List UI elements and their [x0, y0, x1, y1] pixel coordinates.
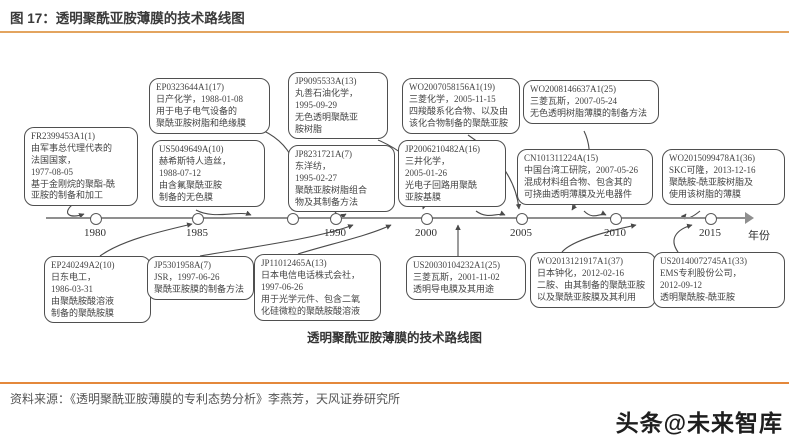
- patent-box-wo2013121917: WO2013121917A1(37) 日本钟化，2012-02-16 二胺、由其…: [530, 252, 656, 308]
- patent-info: 日产化学，1988-01-08 用于电子电气设备的 聚酰亚胺树脂和绝缘膜: [156, 93, 247, 128]
- arrow-cn101311224: [583, 210, 607, 217]
- patent-info: 三井化学， 2005-01-26 光电子回路用聚酰 亚胺基膜: [405, 155, 478, 202]
- year-label: 2005: [510, 227, 532, 239]
- patent-id: EP240249A2(10): [51, 260, 115, 270]
- patent-box-wo2008146637: WO2008146637A1(25) 三菱瓦斯，2007-05-24 无色透明树…: [523, 80, 659, 124]
- roadmap-diagram: 1980 1985 1990 2000 2005 2010 2015 年份 FR…: [0, 34, 789, 382]
- patent-box-us20030104232: US20030104232A1(25) 三菱瓦斯，2001-11-02 透明导电…: [406, 256, 526, 300]
- patent-id: WO2015099478A1(36): [669, 153, 755, 163]
- patent-info: JSR，1997-06-26 聚酰亚胺膜的制备方法: [154, 271, 245, 294]
- patent-box-wo2007058156: WO2007058156A1(19) 三菱化学，2005-11-15 四羧酸系化…: [402, 78, 520, 134]
- patent-box-jp8231721: JP8231721A(7) 东洋纺， 1995-02-27 聚酰亚胺树脂组合 物…: [288, 145, 395, 213]
- patent-box-jp2006210482: JP2006210482A(16) 三井化学， 2005-01-26 光电子回路…: [398, 140, 506, 208]
- patent-box-us5049649: US5049649A(10) 赫希斯特人造丝， 1988-07-12 由含氟聚酰…: [152, 140, 265, 208]
- year-label: 2000: [415, 227, 437, 239]
- timeline-node: [330, 213, 342, 225]
- patent-id: JP8231721A(7): [295, 149, 353, 159]
- timeline-node: [192, 213, 204, 225]
- bottom-divider: [0, 382, 789, 384]
- patent-box-ep0323644: EP0323644A1(17) 日产化学，1988-01-08 用于电子电气设备…: [149, 78, 270, 134]
- diagram-caption: 透明聚酰亚胺薄膜的技术路线图: [306, 331, 482, 345]
- patent-info: 日本钟化，2012-02-16 二胺、由其制备的聚酰亚胺 以及聚酰亚胺膜及其利用: [537, 267, 646, 302]
- patent-box-wo2015099478: WO2015099478A1(36) SKC可隆，2013-12-16 聚酰胺-…: [662, 149, 785, 205]
- patent-info: 中国台湾工研院，2007-05-26 混成材料组合物、包含其的 可挠曲透明薄膜及…: [524, 164, 638, 199]
- patent-info: 日东电工， 1986-03-31 由聚酰胺酸溶液 制备的聚酰胺膜: [51, 271, 115, 318]
- year-label: 2010: [604, 227, 626, 239]
- year-label: 1990: [324, 227, 346, 239]
- patent-id: JP11012465A(13): [261, 258, 327, 268]
- patent-id: JP2006210482A(16): [405, 144, 481, 154]
- patent-box-us20140072745: US20140072745A1(33) EMS专利股份公司， 2012-09-1…: [653, 252, 785, 308]
- timeline-node: [287, 213, 299, 225]
- source-note: 资料来源：《透明聚酰亚胺薄膜的专利态势分析》李燕芳，天风证券研究所: [10, 392, 401, 406]
- year-label: 2015: [699, 227, 721, 239]
- arrow-us5049649: [195, 209, 252, 216]
- patent-info: 丸善石油化学， 1995-09-29 无色透明聚酰亚 胺树脂: [295, 87, 359, 134]
- patent-box-cn101311224: CN101311224A(15) 中国台湾工研院，2007-05-26 混成材料…: [517, 149, 653, 205]
- year-label: 1985: [186, 227, 208, 239]
- year-label: 1980: [84, 227, 106, 239]
- patent-id: JP9095533A(13): [295, 76, 357, 86]
- patent-info: 赫希斯特人造丝， 1988-07-12 由含氟聚酰亚胺 制备的无色膜: [159, 155, 232, 202]
- patent-id: WO2007058156A1(19): [409, 82, 495, 92]
- patent-id: US20140072745A1(33): [660, 256, 747, 266]
- timeline-arrowhead-icon: [745, 212, 754, 224]
- timeline-node: [610, 213, 622, 225]
- timeline-node: [516, 213, 528, 225]
- axis-unit-label: 年份: [748, 230, 770, 242]
- patent-id: EP0323644A1(17): [156, 82, 224, 92]
- arrow-us20140072745: [673, 223, 693, 253]
- patent-box-fr2399453: FR2399453A1(1) 由军事总代理代表的 法国国家， 1977-08-0…: [24, 127, 138, 207]
- patent-box-ep240249: EP240249A2(10) 日东电工， 1986-03-31 由聚酰胺酸溶液 …: [44, 256, 151, 324]
- patent-info: 三菱瓦斯，2007-05-24 无色透明树脂薄膜的制备方法: [530, 95, 648, 118]
- timeline-node: [90, 213, 102, 225]
- patent-id: US20030104232A1(25): [413, 260, 500, 270]
- patent-info: 三菱瓦斯，2001-11-02 透明导电膜及其用途: [413, 271, 500, 294]
- arrow-fr2399453: [67, 204, 85, 219]
- patent-info: EMS专利股份公司， 2012-09-12 透明聚酰胺-酰亚胺: [660, 267, 742, 302]
- patent-id: WO2013121917A1(37): [537, 256, 623, 266]
- patent-info: 日本电信电话株式会社， 1997-06-26 用于光学元件、包含二氧 化硅微粒的…: [261, 269, 361, 316]
- patent-info: 东洋纺， 1995-02-27 聚酰亚胺树脂组合 物及其制备方法: [295, 160, 368, 207]
- arrow-jp2006210482: [475, 210, 506, 216]
- patent-id: WO2008146637A1(25): [530, 84, 616, 94]
- timeline-axis: [46, 217, 746, 219]
- patent-id: US5049649A(10): [159, 144, 224, 154]
- patent-info: SKC可隆，2013-12-16 聚酰胺-酰亚胺树脂及 使用该树脂的薄膜: [669, 164, 756, 199]
- patent-box-jp5301958: JP5301958A(7) JSR，1997-06-26 聚酰亚胺膜的制备方法: [147, 256, 254, 300]
- patent-info: 由军事总代理代表的 法国国家， 1977-08-05 基于金刚烷的聚酯-酰 亚胺…: [31, 142, 115, 201]
- patent-box-jp11012465: JP11012465A(13) 日本电信电话株式会社， 1997-06-26 用…: [254, 254, 381, 322]
- patent-id: CN101311224A(15): [524, 153, 599, 163]
- timeline-node: [705, 213, 717, 225]
- watermark-text: 头条@未来智库: [615, 410, 783, 436]
- timeline-node: [421, 213, 433, 225]
- patent-id: FR2399453A1(1): [31, 131, 96, 141]
- top-divider: [0, 31, 789, 33]
- patent-info: 三菱化学，2005-11-15 四羧酸系化合物、以及由 该化合物制备的聚酰亚胺: [409, 93, 509, 128]
- patent-box-jp9095533: JP9095533A(13) 丸善石油化学， 1995-09-29 无色透明聚酰…: [288, 72, 388, 140]
- figure-title: 图 17：透明聚酰亚胺薄膜的技术路线图: [10, 11, 245, 26]
- patent-id: JP5301958A(7): [154, 260, 212, 270]
